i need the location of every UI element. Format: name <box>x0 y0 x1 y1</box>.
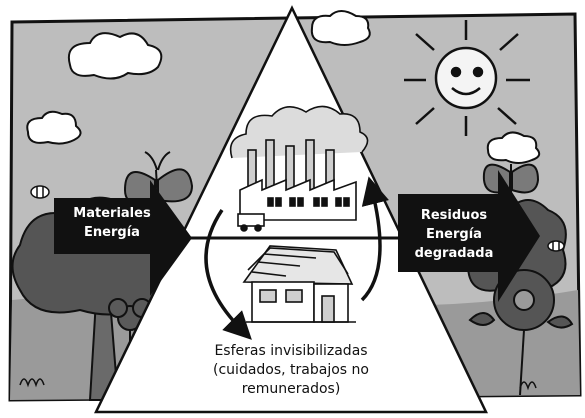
caption-line: remunerados) <box>241 381 341 397</box>
cycle-arrow-icon <box>204 176 389 340</box>
sun-icon <box>404 20 530 136</box>
cloud-icon <box>486 131 541 164</box>
input-arrow <box>54 180 192 296</box>
bee-icon <box>547 240 565 252</box>
house-icon <box>242 245 356 323</box>
input-label-line: Energía <box>84 225 140 240</box>
output-label-line: Energía <box>426 227 482 242</box>
flower-icon <box>468 269 574 396</box>
output-label-line: Residuos <box>420 208 488 223</box>
cloud-icon <box>310 10 371 46</box>
output-arrow-label: Residuos Energía degradada <box>404 206 504 263</box>
cloud-icon <box>26 110 82 145</box>
input-arrow-label: Materiales Energía <box>62 204 162 242</box>
output-arrow <box>398 170 540 302</box>
factory-icon <box>229 105 369 232</box>
bottom-caption: Esferas invisibilizadas (cuidados, traba… <box>186 342 396 399</box>
output-label-line: degradada <box>414 246 494 261</box>
input-label-line: Materiales <box>73 206 151 221</box>
caption-line: Esferas invisibilizadas <box>214 343 368 359</box>
bee-icon <box>30 185 50 199</box>
caption-line: (cuidados, trabajos no <box>213 362 369 378</box>
cloud-icon <box>68 32 163 80</box>
